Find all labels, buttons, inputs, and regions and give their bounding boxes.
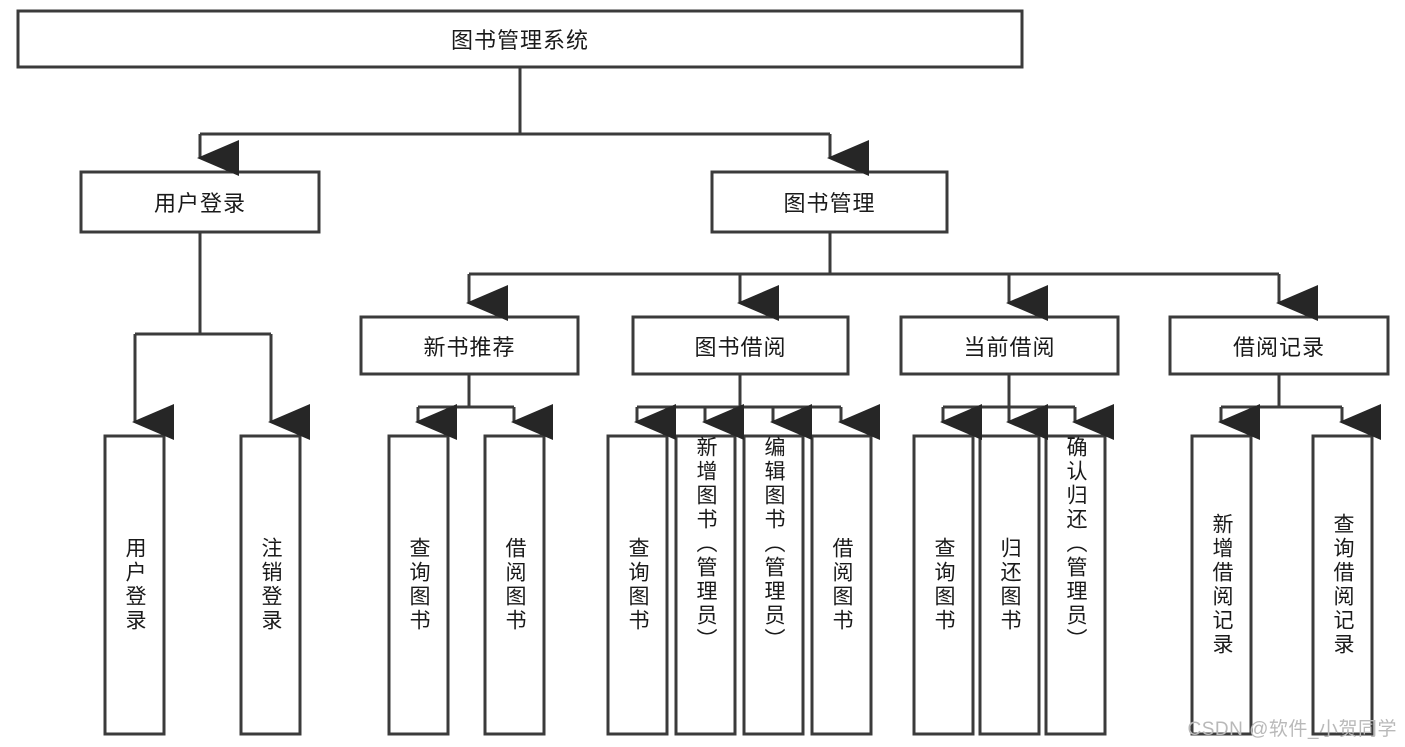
node-box-leaf-edit-book[interactable]	[742, 434, 805, 736]
node-box-leaf-logout[interactable]	[239, 434, 302, 736]
node-box-leaf-add-book[interactable]	[674, 434, 737, 736]
node-box-root[interactable]	[16, 9, 1024, 69]
node-box-new-book-recommend[interactable]	[359, 315, 580, 376]
node-box-leaf-query-book-borrow[interactable]	[606, 434, 669, 736]
node-box-current-borrow[interactable]	[899, 315, 1120, 376]
node-box-leaf-query-record[interactable]	[1311, 434, 1374, 736]
node-box-leaf-query-book-new[interactable]	[387, 434, 450, 736]
node-box-user-login[interactable]	[79, 170, 321, 234]
node-box-leaf-borrow-book[interactable]	[810, 434, 873, 736]
node-box-book-borrow[interactable]	[631, 315, 850, 376]
node-box-leaf-return-book[interactable]	[978, 434, 1041, 736]
node-box-leaf-add-record[interactable]	[1190, 434, 1253, 736]
node-box-leaf-borrow-book-new[interactable]	[483, 434, 546, 736]
node-box-leaf-confirm-return[interactable]	[1044, 434, 1107, 736]
node-box-borrow-record[interactable]	[1168, 315, 1390, 376]
node-box-leaf-query-book-current[interactable]	[912, 434, 975, 736]
node-box-book-manage[interactable]	[710, 170, 949, 234]
node-box-leaf-user-login[interactable]	[103, 434, 166, 736]
csdn-watermark: CSDN @软件_小贺同学	[1187, 719, 1397, 740]
